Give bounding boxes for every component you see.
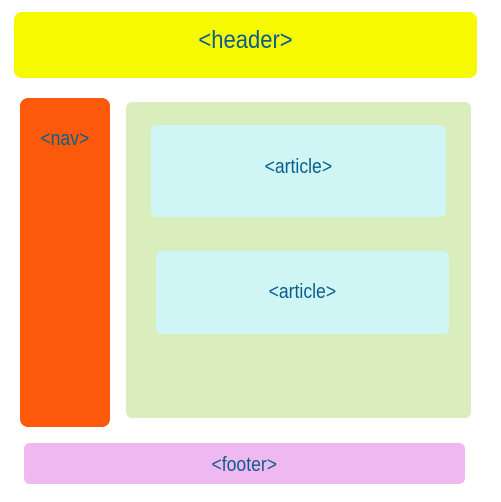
article-label-1: <article> xyxy=(264,155,333,178)
footer-label: <footer> xyxy=(211,453,278,476)
article-region-2: <article> xyxy=(156,251,449,334)
nav-label: <nav> xyxy=(40,128,90,150)
article-region-1: <article> xyxy=(151,125,446,217)
nav-region: <nav> xyxy=(20,98,110,427)
header-region: <header> xyxy=(14,12,477,78)
header-label: <header> xyxy=(198,25,293,54)
article-label-2: <article> xyxy=(268,280,337,303)
footer-region: <footer> xyxy=(24,443,465,484)
